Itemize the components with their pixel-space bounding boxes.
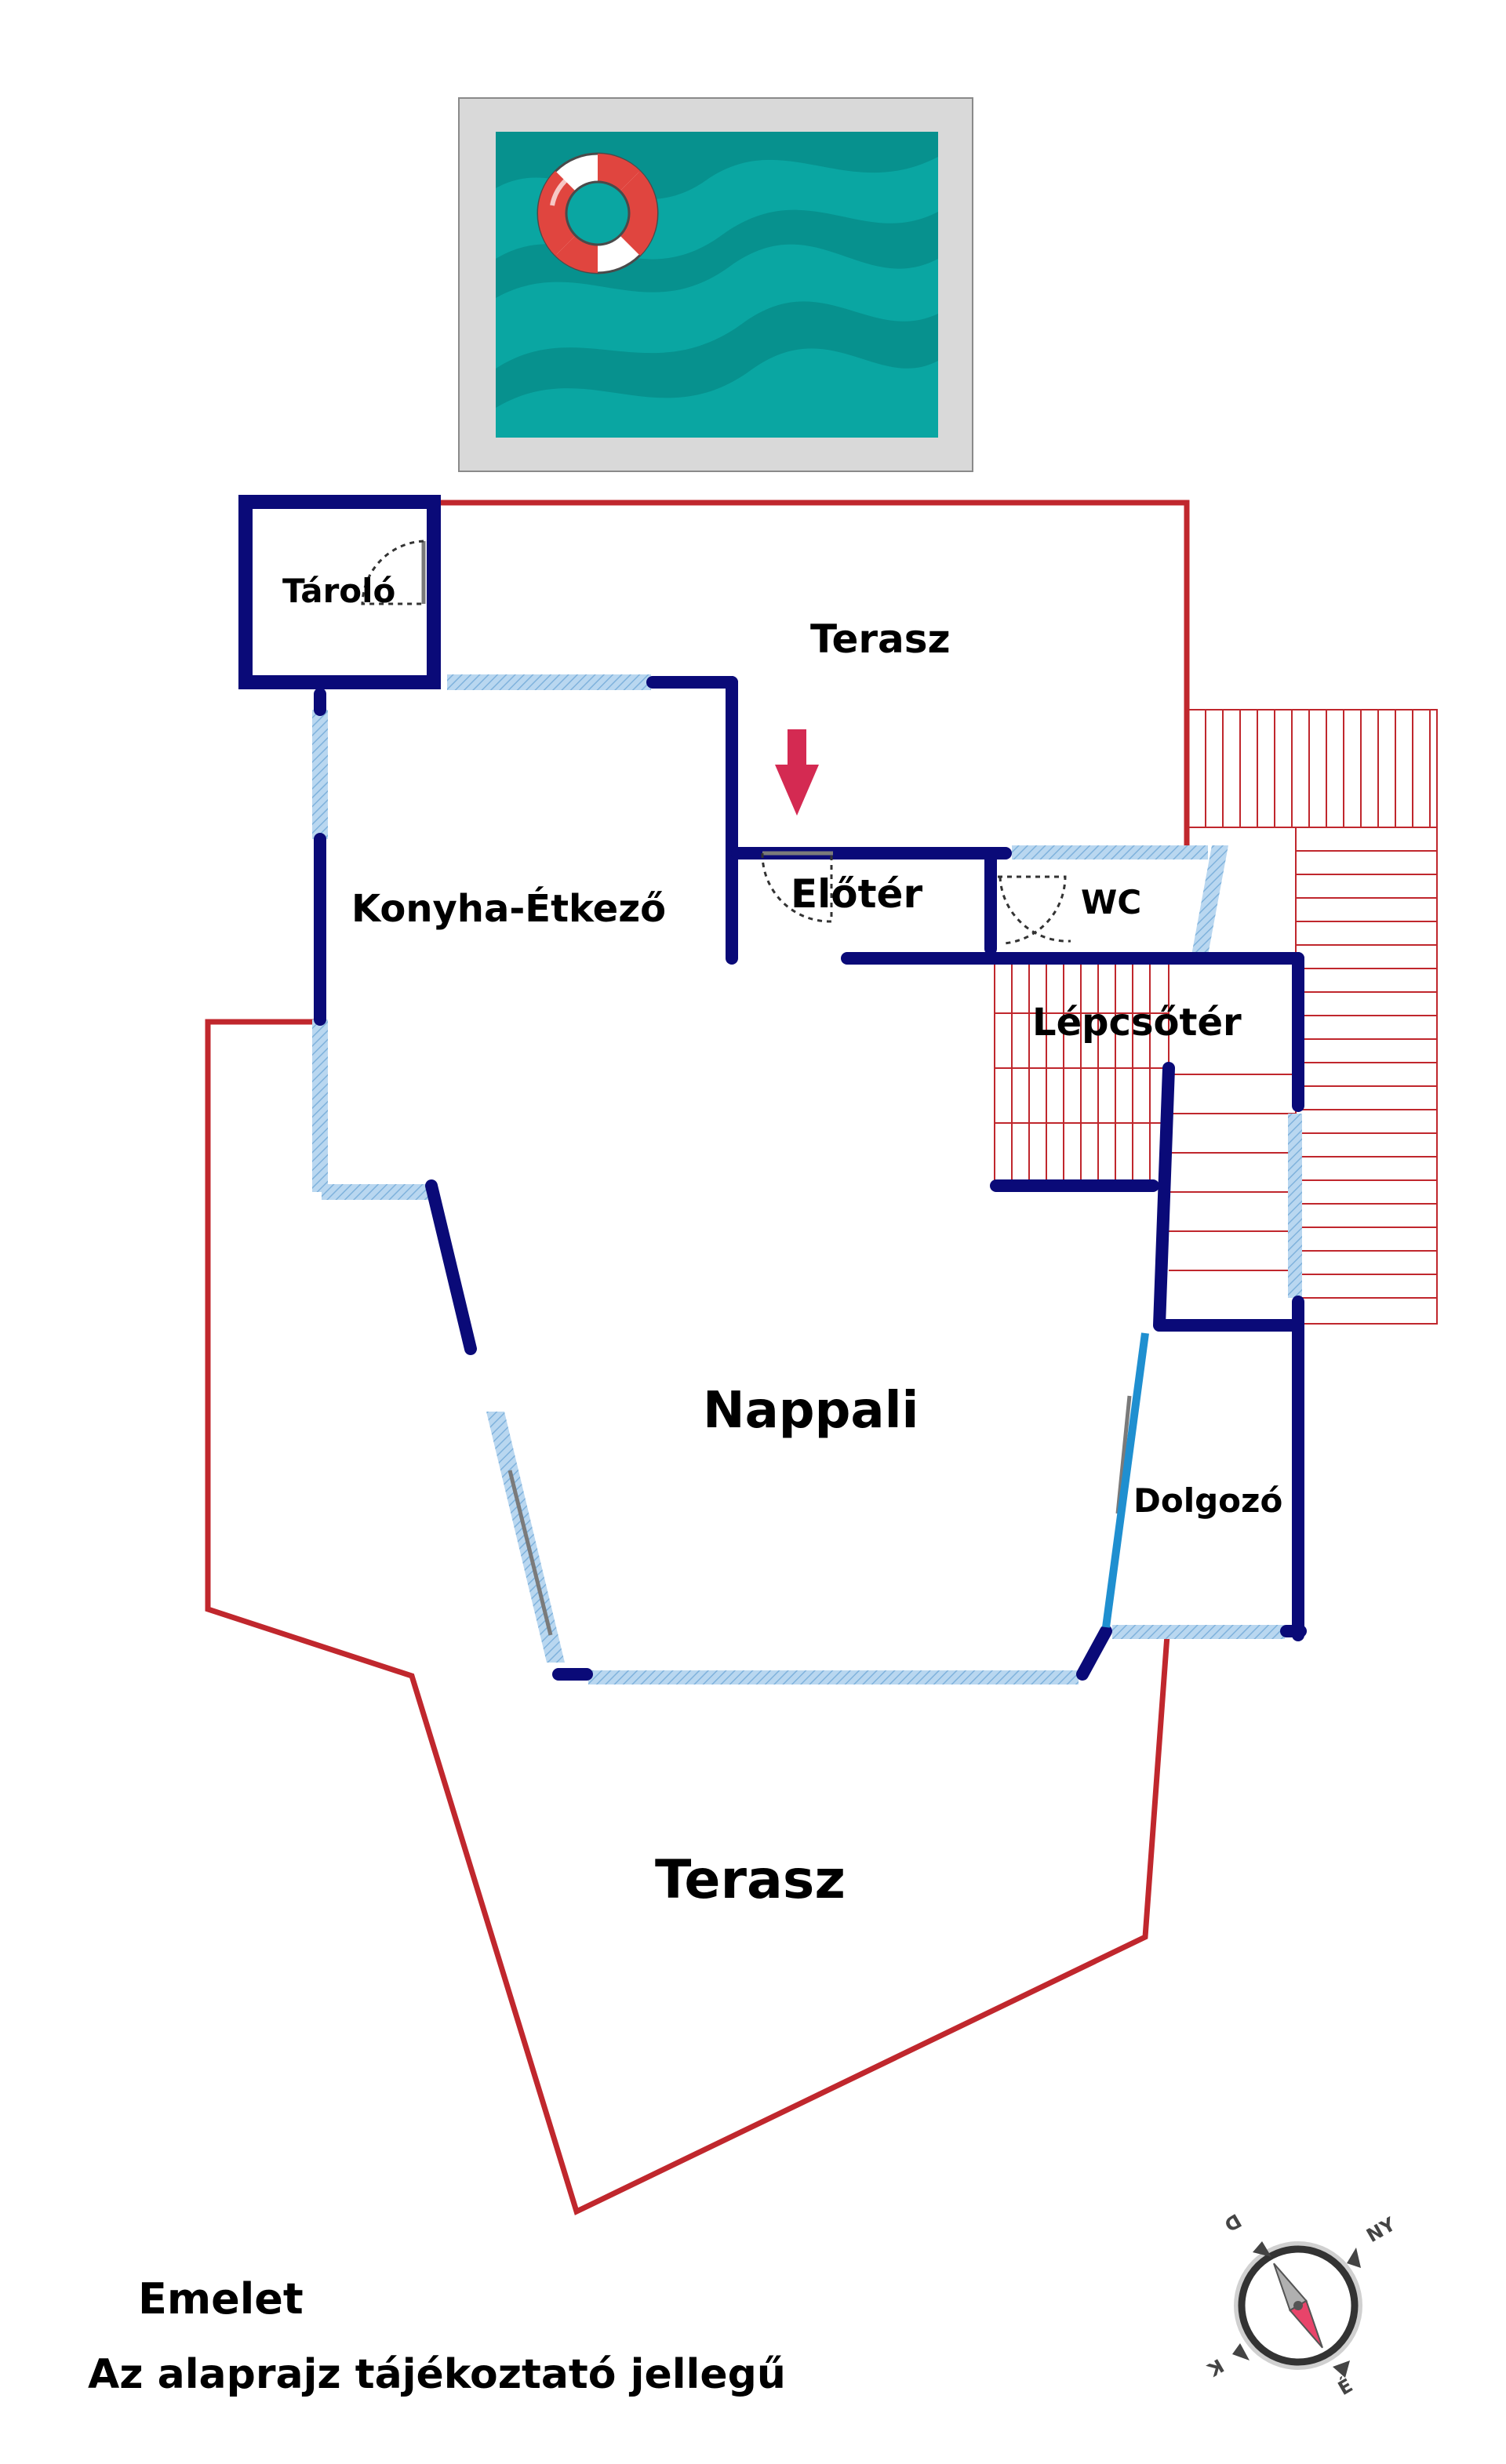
- compass-label-e: É: [1334, 2374, 1357, 2400]
- lifebuoy-icon: [537, 152, 659, 274]
- room-label-lepcsoter: Lépcsőtér: [1032, 1001, 1242, 1045]
- disclaimer-note: Az alaprajz tájékoztató jellegű: [88, 2351, 786, 2398]
- windows: [312, 674, 1302, 1684]
- floor-label: Emelet: [138, 2274, 304, 2324]
- pool: [458, 97, 973, 472]
- door-swings: [361, 540, 1071, 945]
- terrace-outline: [205, 500, 1190, 2215]
- room-label-wc: WC: [1081, 883, 1141, 921]
- staircase: [994, 709, 1438, 1325]
- room-label-terasz-bottom: Terasz: [655, 1849, 846, 1911]
- room-label-konyha: Konyha-Étkező: [351, 886, 666, 931]
- window-frames: [421, 541, 1132, 1636]
- room-label-dolgozo: Dolgozó: [1133, 1481, 1282, 1520]
- room-label-nappali: Nappali: [703, 1382, 919, 1440]
- glass-door: [1102, 1332, 1149, 1628]
- room-label-terasz-top: Terasz: [810, 616, 951, 662]
- walls: [238, 495, 1307, 1681]
- compass-label-ny: NY: [1362, 2213, 1399, 2247]
- compass-label-k: K: [1203, 2354, 1228, 2381]
- room-label-tarolo: Tároló: [282, 572, 395, 610]
- compass-label-d: D: [1220, 2209, 1245, 2236]
- compass-icon: NY D K É: [1203, 2209, 1400, 2400]
- room-label-eloter: Előtér: [791, 871, 922, 917]
- entrance-arrow-icon: [775, 729, 819, 816]
